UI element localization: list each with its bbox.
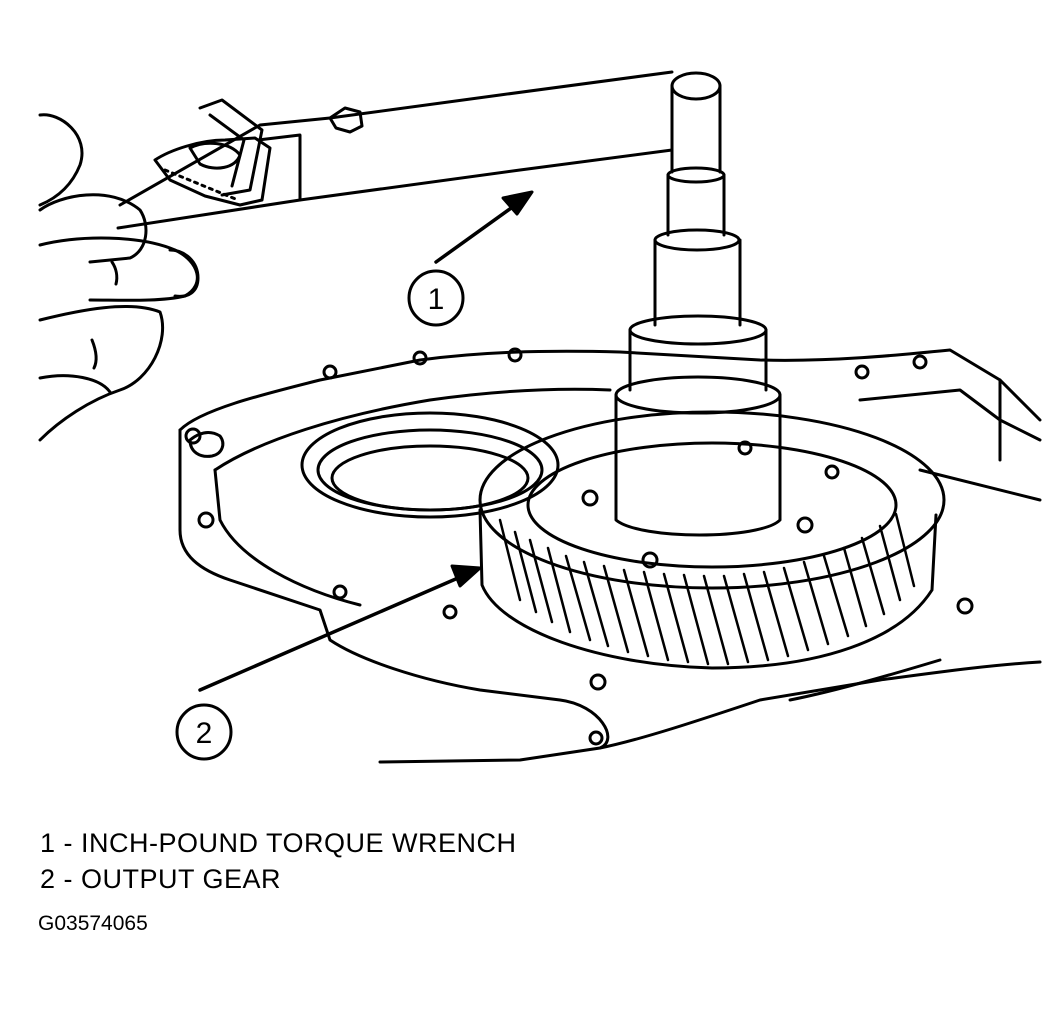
callout-label-1: 1 <box>428 283 445 316</box>
callout-circle-1 <box>407 269 465 327</box>
technical-illustration: 1 2 <box>38 70 1042 764</box>
transmission-case <box>178 347 1042 764</box>
torque-wrench <box>116 70 674 230</box>
leader-arrow-1 <box>434 190 534 264</box>
bearing-race <box>300 411 560 519</box>
figure-id: G03574065 <box>38 912 148 935</box>
technician-hand <box>38 113 200 442</box>
callout-circle-2 <box>175 703 233 761</box>
legend-item-torque-wrench: 1 - INCH-POUND TORQUE WRENCH <box>40 828 517 858</box>
socket-extension <box>614 71 782 537</box>
leader-arrow-2 <box>198 564 482 692</box>
legend-item-output-gear: 2 - OUTPUT GEAR <box>40 864 282 894</box>
callout-label-2: 2 <box>196 717 213 750</box>
output-gear <box>478 410 946 670</box>
